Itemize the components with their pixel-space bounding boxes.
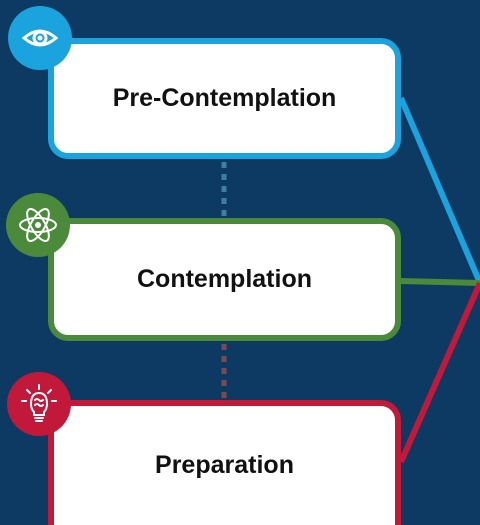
stage-label-preparation: Preparation: [155, 451, 294, 479]
connector-pre: [398, 96, 480, 285]
eye-icon: [8, 6, 72, 70]
lightbulb-brain-icon: [7, 372, 71, 436]
stage-label-contemplation: Contemplation: [137, 265, 312, 293]
atom-icon: [6, 193, 70, 257]
connector-con: [400, 278, 480, 286]
connector-prep: [398, 281, 480, 464]
stage-box-pre-contemplation: Pre-Contemplation: [48, 38, 401, 159]
stage-label-pre-contemplation: Pre-Contemplation: [112, 84, 337, 112]
stage-box-preparation: Preparation: [48, 400, 401, 525]
stage-box-contemplation: Contemplation: [48, 218, 401, 341]
